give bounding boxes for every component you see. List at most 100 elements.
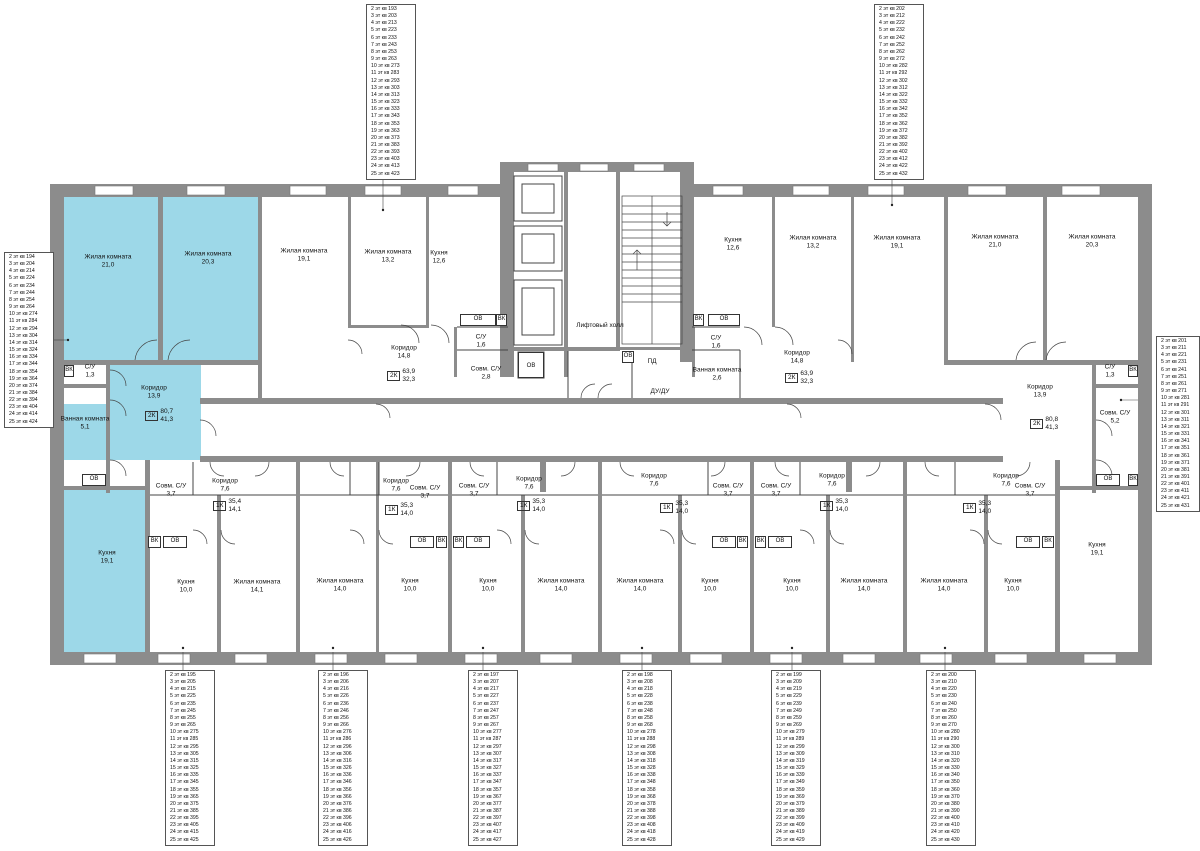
apartment-number-line: 17 эт кв 348 [627, 779, 656, 786]
apartment-number-line: 8 эт кв 253 [371, 48, 397, 55]
fixture-vk: ВК [1128, 474, 1138, 486]
apartment-number-line: 8 эт кв 258 [627, 714, 653, 721]
apartment-number-line: 14 эт кв 317 [473, 757, 502, 764]
apartment-number-line: 25 эт кв 432 [879, 170, 908, 177]
fixture-ov: ОВ [622, 351, 634, 363]
apartment-number-line: 7 эт кв 244 [9, 289, 35, 296]
fixture-vk: ВК [755, 536, 766, 548]
apartment-number-line: 15 эт кв 328 [627, 765, 656, 772]
apartment-number-line: 17 эт кв 344 [9, 361, 38, 368]
apartment-number-line: 10 эт кв 280 [931, 729, 960, 736]
apartment-number-line: 20 эт кв 375 [170, 800, 199, 807]
room-pd[interactable]: ПД [647, 357, 657, 365]
fixture-vk: ВК [496, 314, 507, 326]
apartment-number-line: 9 эт кв 267 [473, 722, 499, 729]
apartment-number-line: 23 эт кв 407 [473, 822, 502, 829]
apartment-number-line: 25 эт кв 426 [323, 836, 352, 843]
apartment-number-line: 22 эт кв 400 [931, 815, 960, 822]
apartment-number-line: 22 эт кв 397 [473, 815, 502, 822]
apartment-number-line: 2 эт кв 202 [879, 6, 905, 12]
apartment-number-line: 7 эт кв 252 [879, 41, 905, 48]
room-du[interactable]: ДУ/ДУ [650, 387, 670, 395]
apartment-number-line: 19 эт кв 372 [879, 127, 908, 134]
apartment-number-line: 12 эт кв 294 [9, 325, 38, 332]
apartment-number-line: 13 эт кв 309 [776, 750, 805, 757]
fixture-vk: ВК [693, 314, 704, 326]
apartment-number-line: 21 эт кв 388 [627, 807, 656, 814]
apartment-number-line: 22 эт кв 399 [776, 815, 805, 822]
apartment-number-line: 9 эт кв 272 [879, 56, 905, 63]
apartment-number-line: 18 эт кв 353 [371, 120, 400, 127]
apartment-number-line: 17 эт кв 351 [1161, 445, 1190, 452]
fixture-vk: ВК [436, 536, 447, 548]
apartment-number-line: 15 эт кв 324 [9, 347, 38, 354]
apartment-number-line: 9 эт кв 263 [371, 56, 397, 63]
fixture-ov: ОВ [460, 314, 496, 326]
apartment-number-line: 16 эт кв 339 [776, 772, 805, 779]
apartment-number-line: 17 эт кв 349 [776, 779, 805, 786]
room-elevator-hall[interactable]: Лифтовый холл [576, 321, 624, 329]
apartment-number-line: 4 эт кв 215 [170, 686, 196, 693]
